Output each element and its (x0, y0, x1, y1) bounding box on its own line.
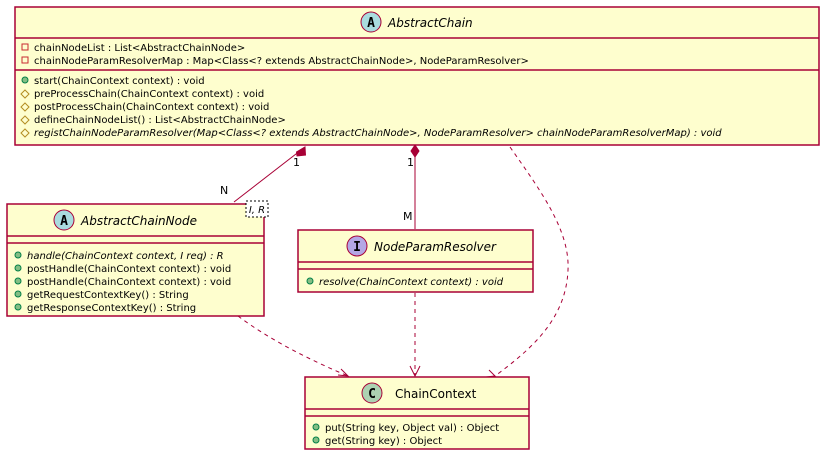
method: defineChainNodeList() : List<AbstractCha… (34, 115, 286, 126)
class-abstract-chain-node[interactable]: I, R A AbstractChainNode handle(ChainCon… (6, 200, 269, 317)
method: get(String key) : Object (325, 436, 442, 447)
protected-visibility-icon (20, 102, 30, 112)
public-visibility-icon (14, 290, 22, 298)
generics-box (245, 200, 269, 218)
public-visibility-icon (14, 264, 22, 272)
interface-stereotype-icon (346, 235, 368, 257)
method: start(ChainContext context) : void (34, 76, 205, 87)
class-name: AbstractChain (387, 16, 473, 30)
field: chainNodeList : List<AbstractChainNode> (34, 43, 245, 54)
method: getRequestContextKey() : String (27, 290, 189, 301)
generics-label: I, R (249, 205, 265, 216)
dependency-arrow-chain-context (485, 369, 497, 378)
public-visibility-icon (312, 423, 320, 431)
protected-visibility-icon (20, 128, 30, 138)
public-visibility-icon (14, 303, 22, 311)
private-visibility-icon (21, 43, 29, 51)
abstract-stereotype-icon (53, 209, 75, 231)
stereotype-letter: I (353, 240, 361, 255)
dependency-arrow-node-context (337, 368, 350, 377)
method: postHandle(ChainContext context) : void (27, 264, 231, 275)
class-abstract-chain[interactable]: A AbstractChain chainNodeList : List<Abs… (14, 6, 820, 146)
public-visibility-icon (14, 251, 22, 259)
mult-chain-resolver-target: M (403, 210, 413, 223)
method: resolve(ChainContext context) : void (319, 277, 504, 288)
class-name: AbstractChainNode (80, 214, 197, 228)
composition-diamond-chain-resolver (410, 144, 420, 158)
class-box (6, 203, 265, 317)
class-box (304, 376, 530, 450)
field: chainNodeParamResolverMap : Map<Class<? … (34, 56, 529, 67)
method: preProcessChain(ChainContext context) : … (34, 89, 264, 100)
abstract-stereotype-icon (360, 11, 382, 33)
composition-diamond-chain-node (295, 146, 307, 157)
method: postProcessChain(ChainContext context) :… (34, 102, 269, 113)
stereotype-letter: A (60, 214, 68, 229)
dependency-arrow-resolver-context (409, 365, 421, 378)
method: handle(ChainContext context, I req) : R (27, 251, 224, 262)
public-visibility-icon (21, 76, 29, 84)
method: postHandle(ChainContext context) : void (27, 277, 231, 288)
method: getResponseContextKey() : String (27, 303, 196, 314)
class-name: NodeParamResolver (374, 240, 497, 254)
dependency-edge-chain-context (494, 146, 569, 377)
class-chain-context[interactable]: C ChainContext put(String key, Object va… (304, 376, 530, 450)
private-visibility-icon (21, 56, 29, 64)
stereotype-letter: A (367, 16, 375, 31)
composition-edge-chain-node (233, 146, 306, 203)
protected-visibility-icon (20, 115, 30, 125)
class-stereotype-icon (361, 382, 383, 404)
method: put(String key, Object val) : Object (325, 423, 499, 434)
public-visibility-icon (312, 436, 320, 444)
class-box (297, 229, 534, 293)
public-visibility-icon (306, 277, 314, 285)
method: registChainNodeParamResolver(Map<Class<?… (34, 128, 722, 139)
class-box (14, 6, 820, 146)
mult-chain-resolver-source: 1 (407, 156, 414, 169)
interface-node-param-resolver[interactable]: I NodeParamResolver resolve(ChainContext… (297, 229, 534, 293)
mult-chain-node-target: N (220, 184, 228, 197)
class-name: ChainContext (395, 387, 477, 401)
mult-chain-node-source: 1 (293, 156, 300, 169)
dependency-edge-node-context (237, 315, 349, 377)
public-visibility-icon (14, 277, 22, 285)
protected-visibility-icon (20, 89, 30, 99)
stereotype-letter: C (368, 387, 376, 402)
